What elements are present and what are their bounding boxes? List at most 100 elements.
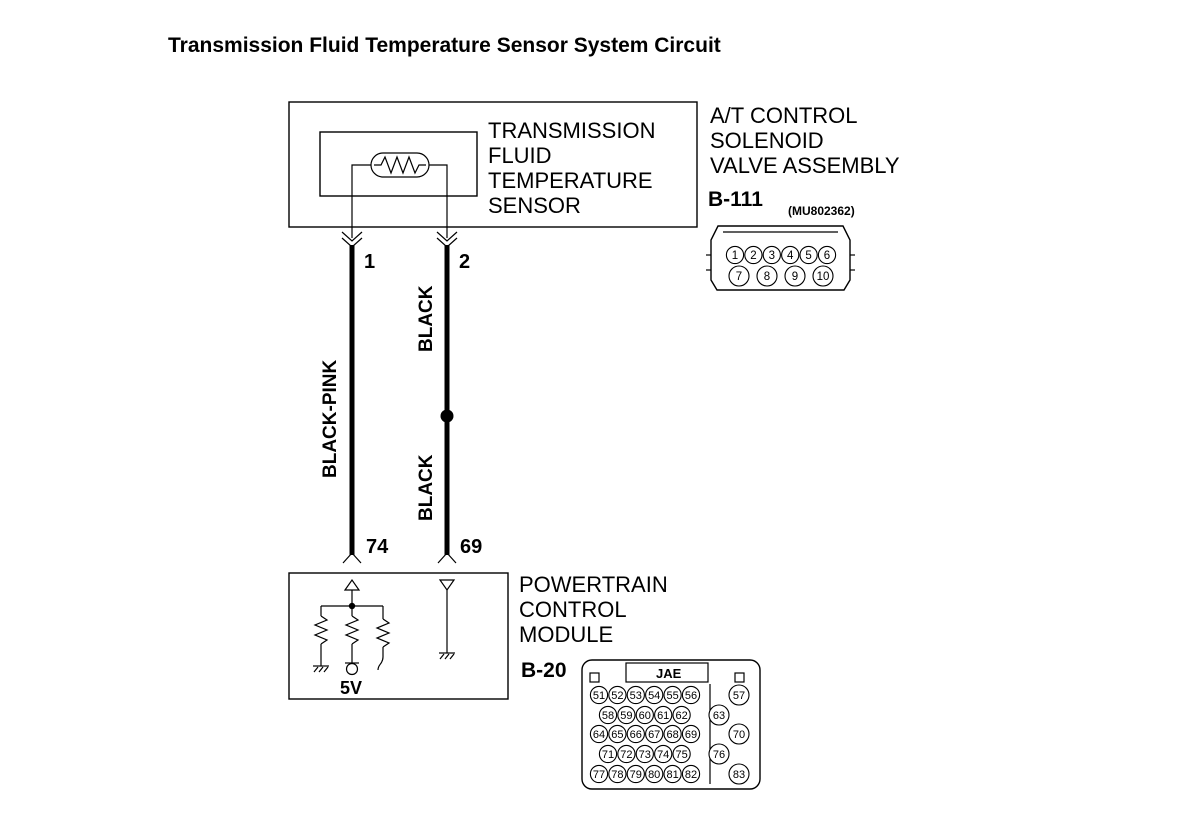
sensor-lead-left — [351, 164, 371, 238]
connector-pin-58: 58 — [598, 705, 618, 725]
connector-pin-10: 10 — [812, 265, 834, 287]
connector-pin-number: 75 — [675, 749, 687, 761]
assembly-part-number: (MU802362) — [788, 204, 855, 218]
pcm-label-line-3: MODULE — [519, 622, 613, 647]
connector-pin-number: 69 — [685, 729, 697, 741]
connector-pin-70: 70 — [728, 723, 750, 745]
b20-connector-face — [581, 659, 761, 790]
pin-69-label: 69 — [460, 536, 482, 558]
connector-pin-number: 71 — [602, 749, 614, 761]
connector-pin-circle — [645, 685, 664, 705]
connector-pin-80: 80 — [645, 764, 664, 784]
connector-pin-64: 64 — [589, 724, 609, 744]
connector-pin-circle — [744, 245, 763, 265]
connector-pin-67: 67 — [645, 724, 664, 744]
connector-pin-number: 52 — [611, 690, 623, 702]
connector-pin-number: 7 — [736, 271, 742, 283]
connector-pin-6: 6 — [817, 245, 837, 265]
connector-pin-circle — [626, 724, 645, 744]
connector-pin-77: 77 — [589, 764, 609, 784]
connector-pin-circle — [784, 265, 806, 287]
connector-pin-number: 59 — [620, 710, 632, 722]
connector-pin-number: 1 — [732, 250, 738, 262]
connector-pin-number: 65 — [611, 729, 623, 741]
connector-pin-circle — [681, 724, 701, 744]
connector-pin-82: 82 — [681, 764, 701, 784]
connector-pin-circle — [645, 724, 664, 744]
b111-connector-face — [706, 225, 855, 291]
connector-pin-number: 66 — [630, 729, 642, 741]
pin-1-label: 1 — [364, 251, 375, 273]
assembly-label-line-3: VALVE ASSEMBLY — [710, 153, 900, 178]
connector-pin-number: 57 — [733, 690, 745, 702]
connector-pin-52: 52 — [608, 685, 627, 705]
connector-pin-circle — [654, 744, 673, 764]
connector-pin-circle — [608, 764, 627, 784]
connector-pin-number: 10 — [817, 271, 830, 283]
connector-pin-circle — [663, 724, 682, 744]
connector-pin-circle — [681, 685, 701, 705]
splice-point — [440, 409, 454, 423]
connector-pin-number: 58 — [602, 710, 614, 722]
connector-pin-circle — [663, 685, 682, 705]
left-bottom-connector-mark — [342, 552, 362, 564]
connector-pin-circle — [728, 723, 750, 745]
connector-pin-circle — [654, 705, 673, 725]
right-bottom-connector-mark — [437, 552, 457, 564]
connector-pin-number: 79 — [630, 769, 642, 781]
wire-color-black-lower: BLACK — [416, 454, 437, 521]
connector-pin-circle — [663, 764, 682, 784]
connector-pin-number: 53 — [630, 690, 642, 702]
connector-pin-number: 55 — [666, 690, 678, 702]
connector-pin-circle — [635, 744, 654, 764]
connector-pin-circle — [626, 685, 645, 705]
connector-pin-number: 56 — [685, 690, 697, 702]
connector-pin-56: 56 — [681, 685, 701, 705]
connector-pin-circle — [708, 704, 730, 726]
connector-pin-circle — [799, 245, 818, 265]
connector-pin-1: 1 — [725, 245, 745, 265]
connector-pin-9: 9 — [784, 265, 806, 287]
connector-pin-8: 8 — [756, 265, 778, 287]
sensor-label-line-4: SENSOR — [488, 193, 581, 218]
terminal-74-symbol — [343, 578, 361, 591]
connector-pin-number: 78 — [611, 769, 623, 781]
connector-pin-60: 60 — [635, 705, 654, 725]
thermistor-icon — [370, 152, 430, 178]
connector-pin-number: 2 — [750, 250, 756, 262]
connector-pin-circle — [589, 724, 609, 744]
connector-pin-circle — [728, 684, 750, 706]
connector-pin-number: 80 — [648, 769, 660, 781]
connector-pin-number: 4 — [787, 250, 794, 262]
connector-pin-number: 67 — [648, 729, 660, 741]
wire-color-black-upper: BLACK — [416, 285, 437, 352]
connector-pin-circle — [617, 705, 636, 725]
diagram-title: Transmission Fluid Temperature Sensor Sy… — [168, 34, 721, 57]
connector-pin-circle — [608, 685, 627, 705]
connector-pin-51: 51 — [589, 685, 609, 705]
connector-pin-number: 70 — [733, 729, 745, 741]
connector-pin-66: 66 — [626, 724, 645, 744]
connector-pin-circle — [672, 705, 691, 725]
connector-pin-number: 54 — [648, 690, 660, 702]
sensor-label-line-3: TEMPERATURE — [488, 168, 653, 193]
solenoid-valve-assembly-box — [288, 101, 698, 228]
connector-pin-68: 68 — [663, 724, 682, 744]
connector-pin-number: 73 — [639, 749, 651, 761]
connector-pin-76: 76 — [708, 743, 730, 765]
connector-pin-circle — [728, 265, 750, 287]
connector-pin-69: 69 — [681, 724, 701, 744]
pin-2-label: 2 — [459, 251, 470, 273]
b20-brand-label: JAE — [656, 666, 682, 681]
connector-pin-circle — [589, 764, 609, 784]
pcm-connector-id: B-20 — [521, 659, 567, 682]
connector-pin-63: 63 — [708, 704, 730, 726]
pcm-internal-circuit — [313, 590, 455, 676]
connector-pin-62: 62 — [672, 705, 691, 725]
connector-pin-65: 65 — [608, 724, 627, 744]
connector-pin-circle — [812, 265, 834, 287]
sensor-label-line-1: TRANSMISSION — [488, 118, 655, 143]
supply-5v-label: 5V — [340, 678, 362, 698]
terminal-69-symbol — [438, 579, 456, 592]
